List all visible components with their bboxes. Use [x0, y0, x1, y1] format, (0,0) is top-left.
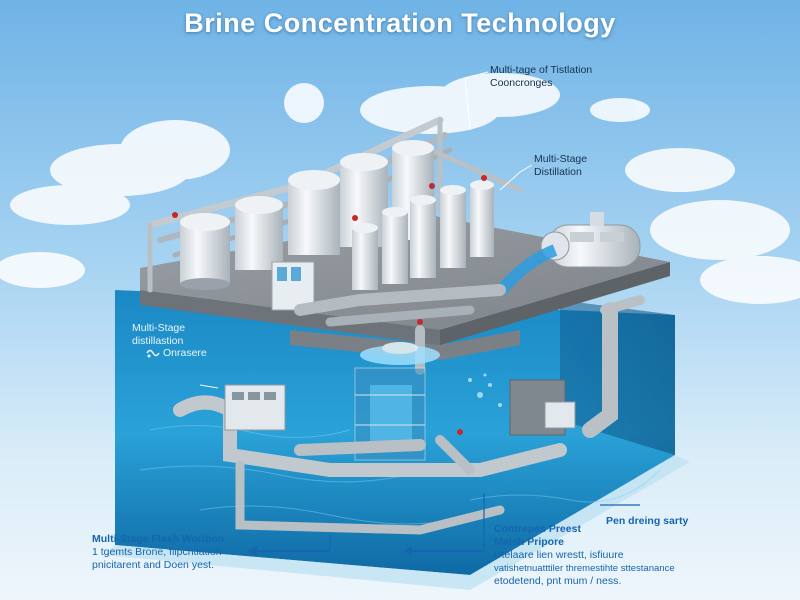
arrow-right-icon [404, 546, 484, 556]
caption-bottom-center-line3: etodetend, pnt mum / ness. [494, 575, 622, 587]
callout-mid-line1: Multi-Stage [534, 153, 588, 165]
caption-bottom-left-head: Multi-Stage Flash Worition [92, 533, 225, 545]
horizontal-vessel [540, 212, 641, 268]
brand-mark-label: Onrasere [163, 347, 207, 359]
caption-bottom-right: Pen dreing sarty [606, 515, 688, 528]
wave-logo-icon [146, 349, 160, 358]
caption-bottom-left-line2: pnicitarent and Doen yest. [92, 559, 214, 571]
callout-left-line1: Multi-Stage [132, 322, 186, 334]
caption-bottom-right-head: Pen dreing sarty [606, 515, 689, 527]
caption-bottom-center-head2: Matsh Pripore [494, 536, 565, 548]
caption-bottom-center-head1: Contrepes Preest [494, 523, 581, 535]
caption-bottom-left: Multi-Stage Flash Worition 1 tgemts Bron… [92, 533, 224, 572]
central-splash [360, 342, 440, 365]
control-cabinet-top [271, 261, 315, 311]
caption-bottom-center-line1: Dtelaare lien wrestt, isfiuure [494, 549, 624, 561]
callout-top-line2: Cooncronges [490, 77, 553, 89]
sun-icon [284, 83, 324, 123]
arrow-left-icon [247, 546, 330, 556]
control-cabinet-left [224, 384, 286, 431]
callout-top-line1: Multi-tage of Tistlation [490, 64, 593, 76]
caption-bottom-center: Contrepes Preest Matsh Pripore Dtelaare … [494, 523, 694, 588]
callout-top: Multi-tage of Tistlation Cooncronges [490, 64, 592, 90]
evaporator-tanks [180, 140, 494, 290]
caption-bottom-center-line2: vatishetnuatttiler thremestihte sttestan… [494, 563, 675, 574]
callout-mid: Multi-Stage Distillation [534, 153, 587, 179]
brand-mark: Onrasere [146, 347, 207, 359]
pump-unit-right [509, 379, 576, 436]
caption-bottom-left-line1: 1 tgemts Brone, fiipchtiation [92, 546, 222, 558]
callout-left-line2: distillastion [132, 335, 184, 347]
callout-mid-line2: Distillation [534, 166, 582, 178]
cloud-icon [0, 73, 800, 304]
callout-left: Multi-Stage distillastion [132, 322, 185, 348]
page-title: Brine Concentration Technology [184, 8, 616, 38]
